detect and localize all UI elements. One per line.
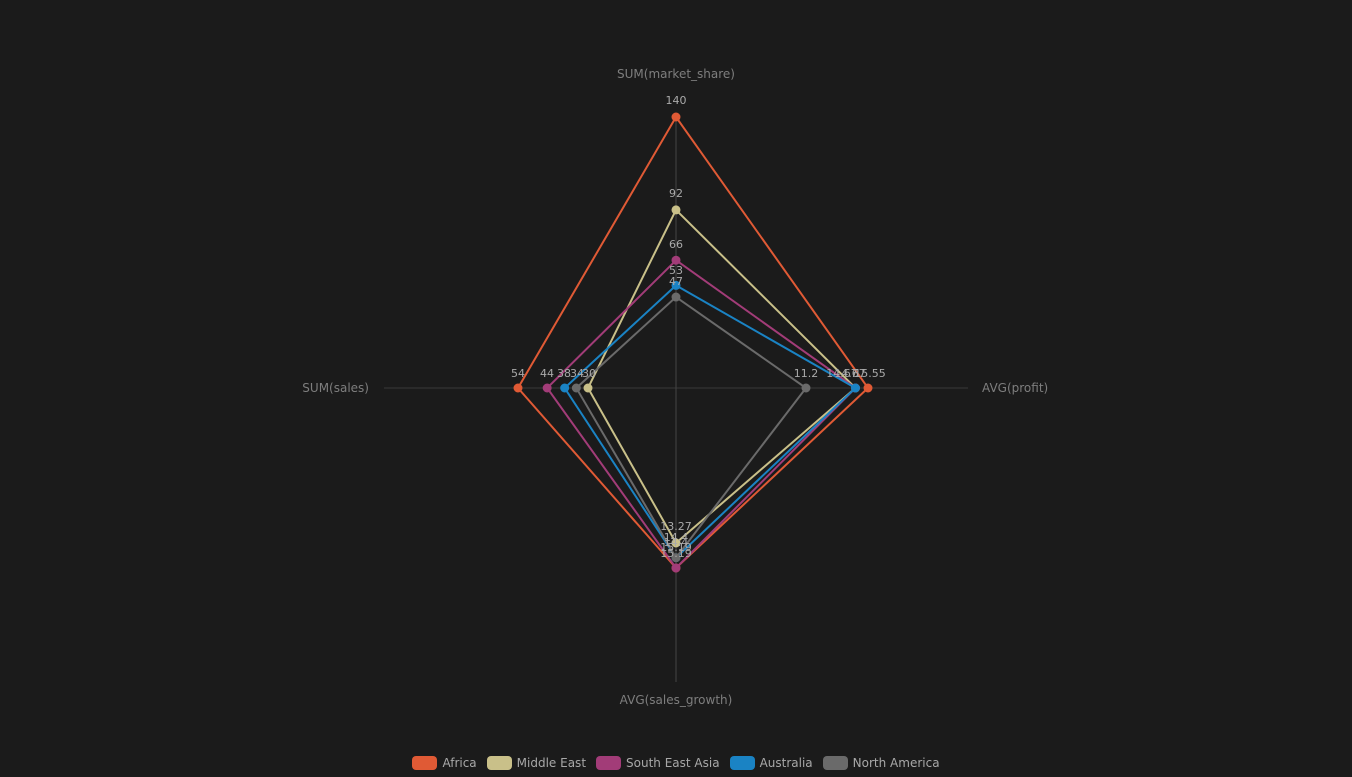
legend-item-south-east-asia[interactable]: South East Asia [596,756,720,770]
value-label-bottom: 14.4 [664,531,689,544]
value-label-top: 140 [666,94,687,107]
legend-item-africa[interactable]: Africa [412,756,477,770]
legend-swatch [412,756,438,770]
point-north-america-axis-profit[interactable] [801,383,811,393]
point-africa-axis-market-share[interactable] [671,112,681,122]
value-label-left: 54 [511,367,525,380]
legend-swatch [729,756,755,770]
value-label-right: 14.67 [834,367,866,380]
point-australia-axis-sales[interactable] [560,383,570,393]
value-label-bottom: 15.19 [660,541,692,554]
point-middle-east-axis-sales-growth[interactable] [671,538,681,548]
radar-plot: SUM(market_share) AVG(profit) AVG(sales_gr… [302,67,1048,707]
legend-swatch [596,756,622,770]
value-label-left: 34 [570,367,584,380]
axis-sales-growth-label: AVG(sales_growth) [620,693,733,707]
point-africa-axis-sales[interactable] [513,383,523,393]
value-label-right: 14.67 [826,367,858,380]
value-label-top: 47 [669,275,683,288]
value-label-bottom: 14.4 [664,536,689,549]
value-label-right: 15.55 [854,367,886,380]
legend-label: South East Asia [626,756,720,770]
point-africa-axis-profit[interactable] [863,383,873,393]
value-label-left: 44 [540,367,554,380]
point-australia-axis-market-share[interactable] [671,280,681,290]
legend-label: Australia [759,756,813,770]
legend-item-australia[interactable]: Australia [729,756,813,770]
point-australia-axis-profit[interactable] [850,383,860,393]
point-middle-east-axis-market-share[interactable] [671,205,681,215]
legend-swatch [486,756,512,770]
axis-market-share-label: SUM(market_share) [617,67,735,81]
point-south-east-asia-axis-market-share[interactable] [671,255,681,265]
value-label-bottom: 13.27 [660,520,692,533]
point-north-america-axis-sales[interactable] [571,383,581,393]
point-north-america-axis-sales-growth[interactable] [671,553,681,563]
value-label-top: 53 [669,264,683,277]
series-line-africa [516,115,870,570]
value-label-right: 11.2 [794,367,819,380]
legend-label: Africa [442,756,477,770]
point-north-america-axis-market-share[interactable] [671,292,681,302]
value-label-top: 66 [669,238,683,251]
point-south-east-asia-axis-sales-growth[interactable] [671,563,681,573]
legend-swatch [822,756,848,770]
value-label-top: 92 [669,187,683,200]
legend-label: North America [852,756,940,770]
legend-item-north-america[interactable]: North America [822,756,940,770]
point-middle-east-axis-sales[interactable] [583,383,593,393]
axis-profit-label: AVG(profit) [982,381,1048,395]
legend-label: Middle East [516,756,587,770]
legend-item-middle-east[interactable]: Middle East [486,756,587,770]
value-label-bottom: 15.19 [660,547,692,560]
value-label-left: 30 [582,367,596,380]
legend: Africa Middle East South East Asia Australi… [0,756,1352,770]
axis-sales-label: SUM(sales) [302,381,369,395]
value-label-left: 38 [557,367,571,380]
point-south-east-asia-axis-sales[interactable] [542,383,552,393]
